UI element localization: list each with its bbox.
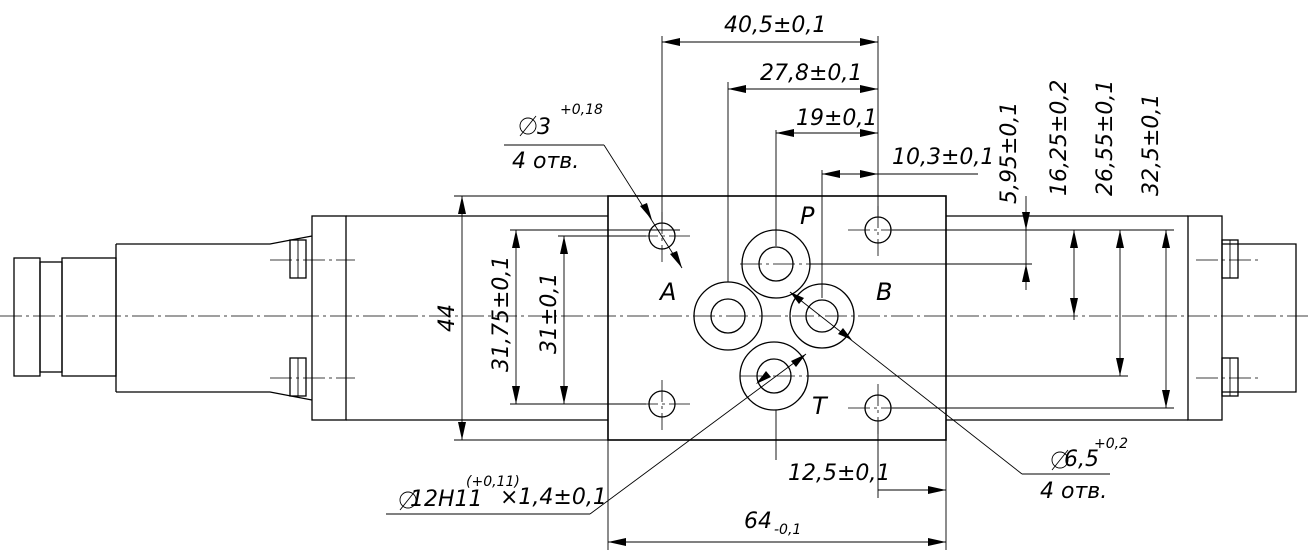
leader-cb [589,353,807,515]
left-nut [61,257,117,377]
arrow-26-55-t [1116,230,1124,248]
right-flange [1187,215,1223,421]
diameter-slash-small [519,115,537,137]
arrow-27-8-l [728,85,746,93]
mounting-hole-c [648,390,676,418]
dim-44: 44 [435,304,460,332]
arrow-40-5-l [662,38,680,46]
cb-tol: (+0,11) [466,474,520,490]
arrow-12-5-r [928,486,946,494]
callout-small-holes: 3 +0,18 4 отв. [504,102,683,269]
cb-depth: ×1,4±0,1 [500,485,607,510]
left-end-ring [39,261,63,373]
arrow-cb-1 [791,354,806,367]
left-coil-bottom [116,391,313,401]
dim-31: 31±0,1 [537,273,562,354]
large-hole-count: 4 отв. [1040,479,1107,504]
arrow-27-8-r [860,85,878,93]
callout-large-holes: 6,5 +0,2 4 отв. [789,291,1128,504]
arrow-5-95-b [1022,264,1030,282]
small-hole-count: 4 отв. [512,149,579,174]
arrow-44-b [458,422,466,440]
small-hole-dia: 3 [537,115,551,140]
arrow-10-3-r [860,170,878,178]
arrow-40-5-r [860,38,878,46]
arrow-19-r [860,129,878,137]
port-label-a: A [658,278,676,306]
top-dimensions: 40,5±0,1 27,8±0,1 19±0,1 10,3±0,1 [661,13,994,298]
port-p-inner [758,246,794,282]
dim-5-95: 5,95±0,1 [997,102,1022,204]
port-label-b: B [876,278,892,306]
arrow-31-b [560,386,568,404]
arrow-16-25-t [1070,230,1078,248]
right-solenoid [946,215,1297,421]
left-flange [311,215,347,421]
arrow-64-r [928,538,946,546]
right-dimensions: 5,95±0,1 16,25±0,2 26,55±0,1 32,5±0,1 [808,80,1174,409]
arrow-16-25-b [1070,298,1078,316]
arrow-large-1 [790,292,804,304]
arrow-26-55-b [1116,358,1124,376]
arrow-5-95-t [1022,212,1030,230]
mounting-hole-d [864,394,892,422]
left-coil-top [116,235,313,245]
leader-large-holes [789,291,1023,475]
large-hole-tol: +0,2 [1094,436,1128,452]
dim-64-tol: -0,1 [774,522,801,538]
dim-16-25: 16,25±0,2 [1047,80,1072,196]
small-hole-tol: +0,18 [560,102,603,118]
dim-64: 64 [744,509,772,534]
port-label-p: P [800,202,815,230]
left-solenoid [13,215,608,421]
arrow-small-1 [640,203,652,220]
cb-dia: 12H11 [410,487,483,512]
dim-40-5: 40,5±0,1 [724,13,826,38]
dim-10-3: 10,3±0,1 [892,145,994,170]
arrow-31-75-b [512,386,520,404]
arrow-64-l [608,538,626,546]
mounting-hole-b [864,216,892,244]
bottom-dimensions: 12,5±0,1 64 -0,1 [607,410,947,550]
arrow-31-t [560,236,568,254]
dim-27-8: 27,8±0,1 [760,61,862,86]
dim-32-5: 32,5±0,1 [1139,94,1164,196]
left-dimensions: 44 31,75±0,1 31±0,1 [435,195,680,441]
port-a-inner [710,298,746,334]
mounting-hole-a [648,222,676,250]
arrow-small-2 [670,251,682,268]
port-t-inner [756,358,792,394]
callout-counterbore: 12H11 (+0,11) ×1,4±0,1 [386,353,807,515]
diameter-slash-cb [399,489,417,511]
dim-19: 19±0,1 [796,106,877,131]
large-hole-dia: 6,5 [1064,447,1099,472]
diameter-symbol-large [1051,451,1069,469]
center-lines [0,206,1308,434]
arrow-cb-2 [756,371,771,384]
left-end-cap [13,257,41,377]
arrow-44-t [458,196,466,214]
arrow-10-3-l [822,170,840,178]
port-label-t: T [812,392,829,420]
diameter-slash-large [1051,449,1069,471]
arrow-large-2 [838,328,852,340]
base-plate: P A B T [607,195,947,441]
right-cap [1222,243,1297,393]
dim-26-55: 26,55±0,1 [1093,80,1118,196]
dim-12-5: 12,5±0,1 [788,461,890,486]
arrow-32-5-t [1162,230,1170,248]
diameter-symbol-cb [399,491,417,509]
base-plate-outline [607,195,947,441]
diameter-symbol-small [519,117,537,135]
arrow-31-75-t [512,230,520,248]
dim-31-75: 31,75±0,1 [489,256,514,372]
arrow-32-5-b [1162,390,1170,408]
port-b-inner [805,299,839,333]
arrow-19-l [776,129,794,137]
